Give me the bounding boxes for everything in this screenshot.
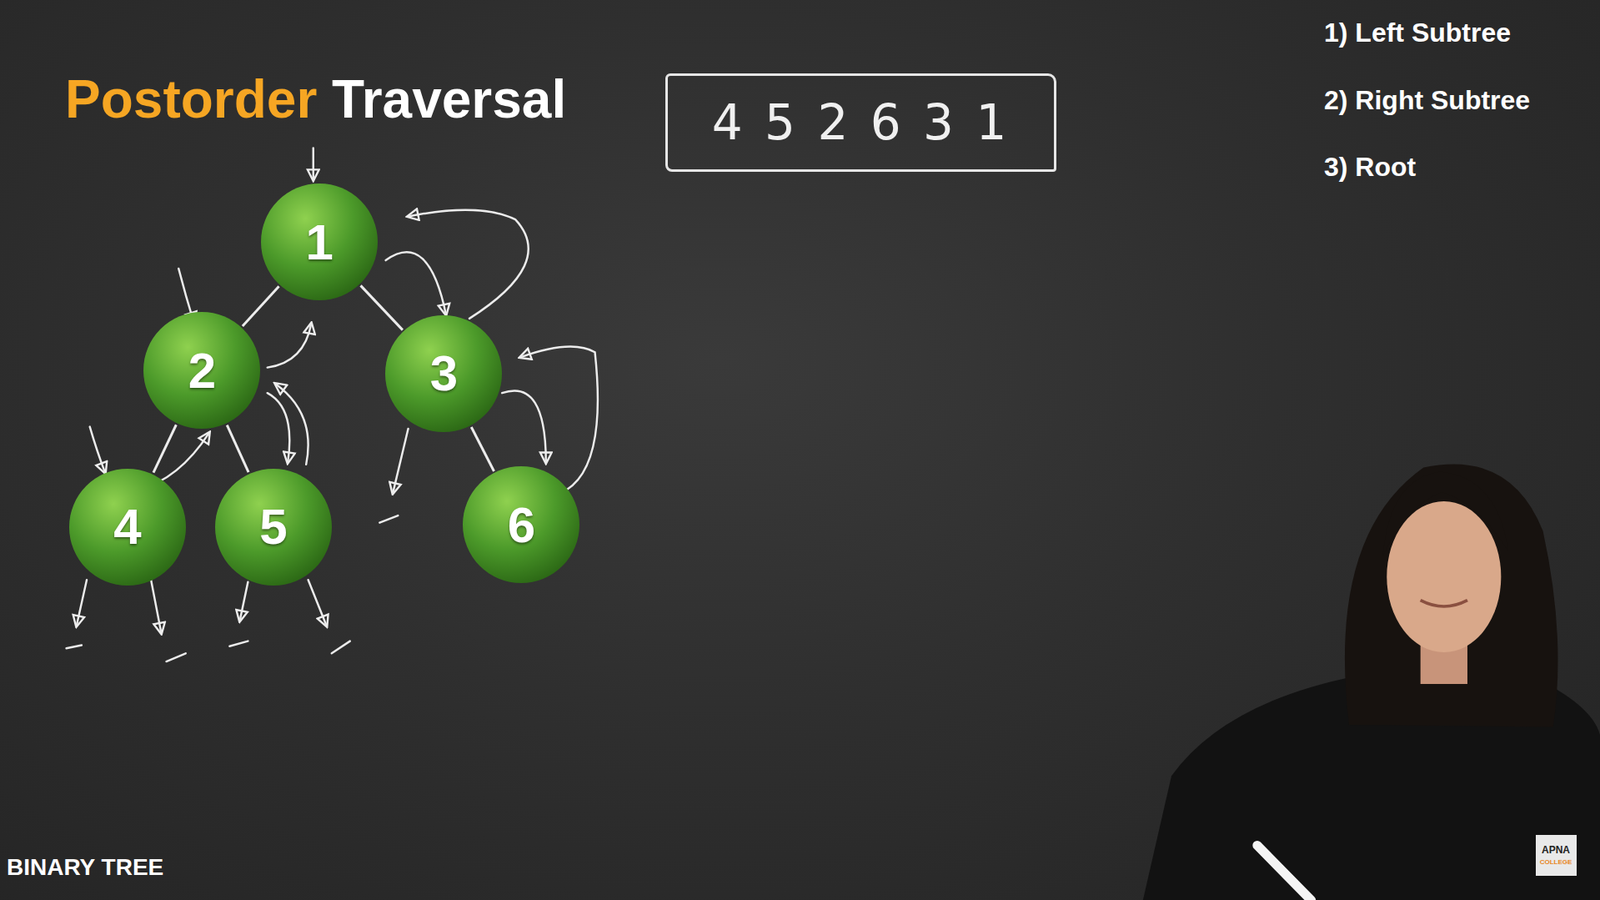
null-dash	[66, 645, 82, 649]
traversal-arrow	[267, 392, 291, 462]
tree-edge	[471, 426, 494, 472]
tree-edge	[153, 424, 176, 472]
traversal-arrow	[150, 579, 161, 633]
result-box: 4 5 2 6 3 1	[665, 73, 1057, 172]
tree-node: 4	[69, 468, 186, 586]
node-value: 6	[507, 496, 536, 554]
logo-text: COLLEGE	[1539, 858, 1573, 866]
tree-edge	[226, 425, 249, 472]
step-item: 1) Left Subtree	[1324, 19, 1511, 46]
traversal-arrow	[90, 426, 106, 473]
presenter-figure	[1143, 463, 1600, 900]
node-value: 4	[113, 497, 141, 556]
node-value: 2	[188, 341, 216, 400]
traversal-arrow	[267, 323, 312, 368]
null-dash	[165, 652, 186, 662]
null-dash	[331, 641, 351, 654]
node-value: 5	[259, 497, 287, 556]
tree-node: 6	[462, 466, 580, 583]
tree-node: 1	[260, 183, 378, 301]
traversal-arrow	[408, 210, 529, 319]
node-value: 1	[305, 213, 333, 271]
footer-label: BINARY TREE	[6, 855, 164, 879]
null-dash	[379, 515, 398, 523]
tree-edge	[242, 285, 280, 327]
traversal-arrow	[308, 579, 327, 626]
null-dash	[229, 641, 248, 647]
traversal-arrow	[386, 251, 447, 315]
tree-node: 3	[385, 315, 502, 432]
page-title: Postorder Traversal	[65, 70, 567, 129]
logo-badge	[1535, 834, 1577, 876]
logo-text: APNA	[1541, 844, 1570, 855]
traversal-arrow	[275, 383, 308, 465]
traversal-arrow	[312, 147, 315, 180]
node-value: 3	[430, 344, 458, 402]
traversal-arrow	[501, 390, 547, 462]
tree-node: 2	[143, 311, 261, 429]
traversal-arrow	[392, 428, 408, 493]
traversal-arrow	[240, 581, 249, 622]
step-item: 3) Root	[1324, 153, 1416, 181]
traversal-arrow	[76, 579, 87, 626]
traversal-result: 4 5 2 6 3 1	[712, 94, 1011, 151]
tree-edge	[361, 285, 403, 330]
tree-node: 5	[215, 468, 332, 586]
step-item: 2) Right Subtree	[1324, 86, 1530, 114]
